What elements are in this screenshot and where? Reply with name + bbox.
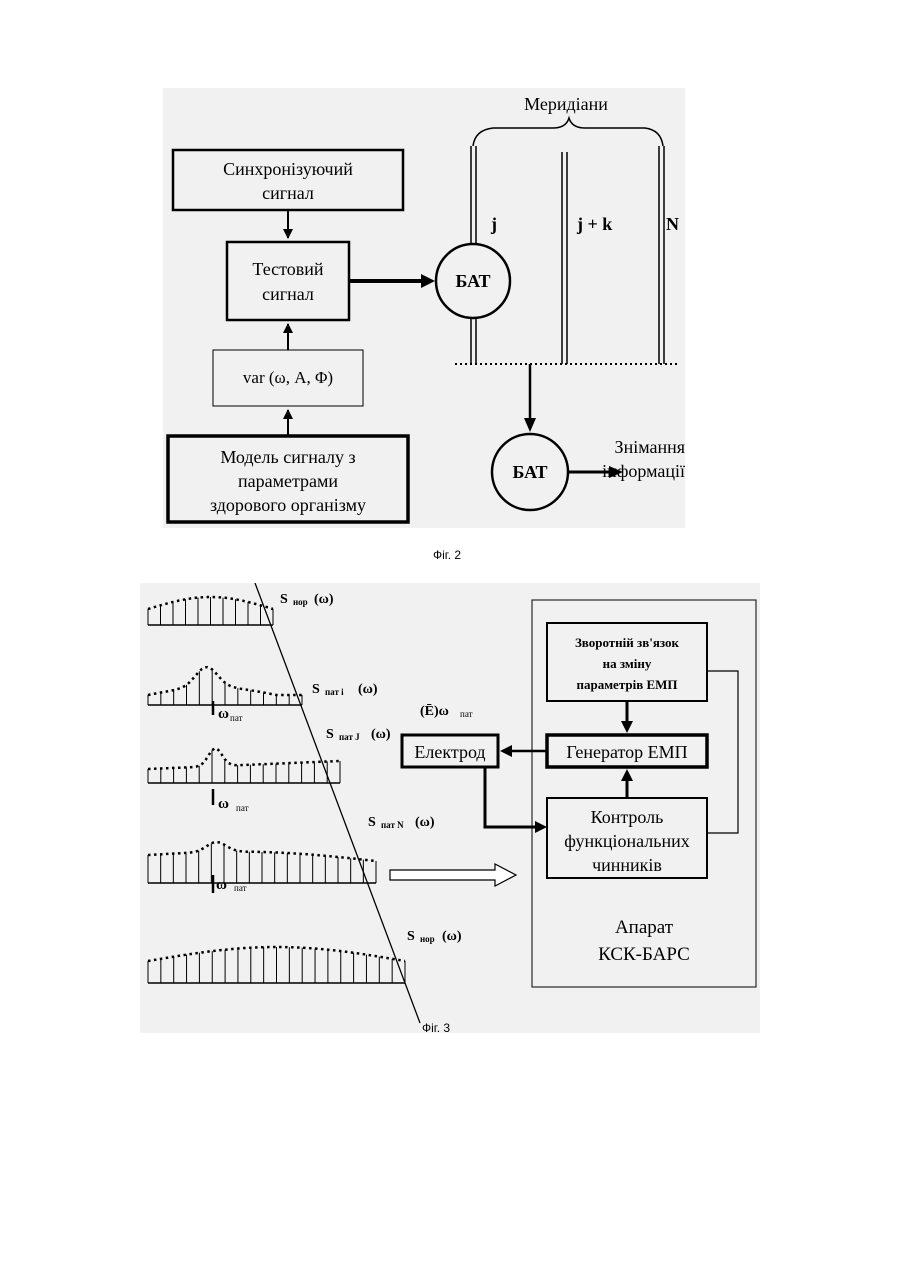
svg-text:S: S <box>312 682 320 697</box>
arrow-electrode-to-control-head <box>535 821 547 833</box>
model-box-line1: Модель сигналу з <box>220 447 355 467</box>
spectrum-label-1: S нор (ω) <box>280 592 334 607</box>
svg-text:пат: пат <box>234 883 247 893</box>
spectrum-sketch-1 <box>148 597 273 625</box>
arrow-control-to-generator-head <box>621 769 633 781</box>
arrow-test-to-bat-head <box>421 274 435 288</box>
svg-text:S: S <box>407 929 415 944</box>
svg-text:нор: нор <box>293 597 308 607</box>
figure-3: S нор (ω) S пат і (ω) S пат J (ω) S пат … <box>140 583 760 1033</box>
svg-text:(ω): (ω) <box>442 929 462 944</box>
spectrum-sketch-2 <box>148 667 302 705</box>
feedback-line1: Зворотній зв'язок <box>575 635 680 650</box>
omega-mark-2: ω пат <box>213 789 249 813</box>
omega-mark-3: ω пат <box>213 875 247 893</box>
apparatus-line2: КСК-БАРС <box>598 944 690 965</box>
svg-text:(ω): (ω) <box>314 592 334 607</box>
svg-text:пат і: пат і <box>325 687 344 697</box>
feedback-line2: на зміну <box>603 656 652 671</box>
svg-text:нор: нор <box>420 934 435 944</box>
arrow-to-bat-bottom-head <box>524 418 536 432</box>
figure-2-caption: Фіг. 2 <box>433 548 461 562</box>
feedback-line3: параметрів ЕМП <box>576 677 677 692</box>
svg-text:пат: пат <box>230 713 243 723</box>
spectrum-sketch-4 <box>148 842 376 883</box>
svg-text:S: S <box>280 592 288 607</box>
svg-text:(ω): (ω) <box>358 682 378 697</box>
svg-text:ω: ω <box>218 796 229 812</box>
meridians-brace <box>473 118 663 146</box>
meridian-label-n: N <box>666 214 679 234</box>
svg-text:ω: ω <box>216 877 227 893</box>
test-signal-box <box>227 242 349 320</box>
svg-text:(ω): (ω) <box>371 727 391 742</box>
svg-text:S: S <box>326 727 334 742</box>
arrow-generator-to-electrode-head <box>500 745 512 757</box>
svg-text:ω: ω <box>218 706 229 722</box>
figure-2-diagram: Меридіани j j + k N Синхронізуючий сигна… <box>163 88 685 528</box>
info-removal-line2: інформації <box>602 461 685 481</box>
svg-text:(Ē)ω: (Ē)ω <box>420 703 449 719</box>
diagonal-line <box>255 583 420 1023</box>
control-line1: Контроль <box>591 807 664 827</box>
var-box-label: var (ω, A, Φ) <box>243 368 333 387</box>
svg-text:пат: пат <box>460 709 473 719</box>
arrow-feedback-to-generator-head <box>621 721 633 733</box>
sync-signal-line1: Синхронізуючий <box>223 159 353 179</box>
model-box-line3: здорового організму <box>210 495 366 515</box>
figure-3-caption: Фіг. 3 <box>422 1021 450 1035</box>
svg-text:S: S <box>368 815 376 830</box>
model-box-line2: параметрами <box>238 471 338 491</box>
meridian-label-jk: j + k <box>576 214 612 234</box>
control-line3: чинників <box>592 855 662 875</box>
figure-2: Меридіани j j + k N Синхронізуючий сигна… <box>163 88 685 528</box>
sync-signal-line2: сигнал <box>262 183 314 203</box>
spectrum-label-3: S пат J (ω) <box>326 727 391 742</box>
control-line2: функціональних <box>564 831 689 851</box>
spectrum-sketch-5 <box>148 947 405 983</box>
spectra-group <box>148 597 405 983</box>
info-removal-line1: Знімання <box>615 437 685 457</box>
meridian-label-j: j <box>490 214 497 234</box>
apparatus-line1: Апарат <box>615 917 674 938</box>
test-signal-line1: Тестовий <box>252 259 323 279</box>
generator-label: Генератор ЕМП <box>566 742 687 762</box>
svg-text:пат J: пат J <box>339 732 360 742</box>
spectrum-label-5: S нор (ω) <box>407 929 462 944</box>
spectrum-label-2: S пат і (ω) <box>312 682 378 697</box>
arrow-electrode-to-control <box>485 767 538 827</box>
figure-3-diagram: S нор (ω) S пат і (ω) S пат J (ω) S пат … <box>140 583 760 1033</box>
spectrum-label-4: S пат N (ω) <box>368 815 435 830</box>
spectrum-envelope <box>148 748 340 769</box>
electrode-label: Електрод <box>414 742 485 762</box>
svg-text:пат: пат <box>236 803 249 813</box>
meridians-label: Меридіани <box>524 94 608 114</box>
hollow-arrow <box>390 864 516 886</box>
spectrum-sketch-3 <box>148 748 340 783</box>
bat-top-label: БАТ <box>455 271 490 291</box>
e-omega-label: (Ē)ω пат <box>420 703 473 719</box>
bat-bottom-label: БАТ <box>512 462 547 482</box>
svg-text:пат N: пат N <box>381 820 404 830</box>
feedback-loop-line <box>707 671 738 833</box>
test-signal-line2: сигнал <box>262 284 314 304</box>
svg-text:(ω): (ω) <box>415 815 435 830</box>
